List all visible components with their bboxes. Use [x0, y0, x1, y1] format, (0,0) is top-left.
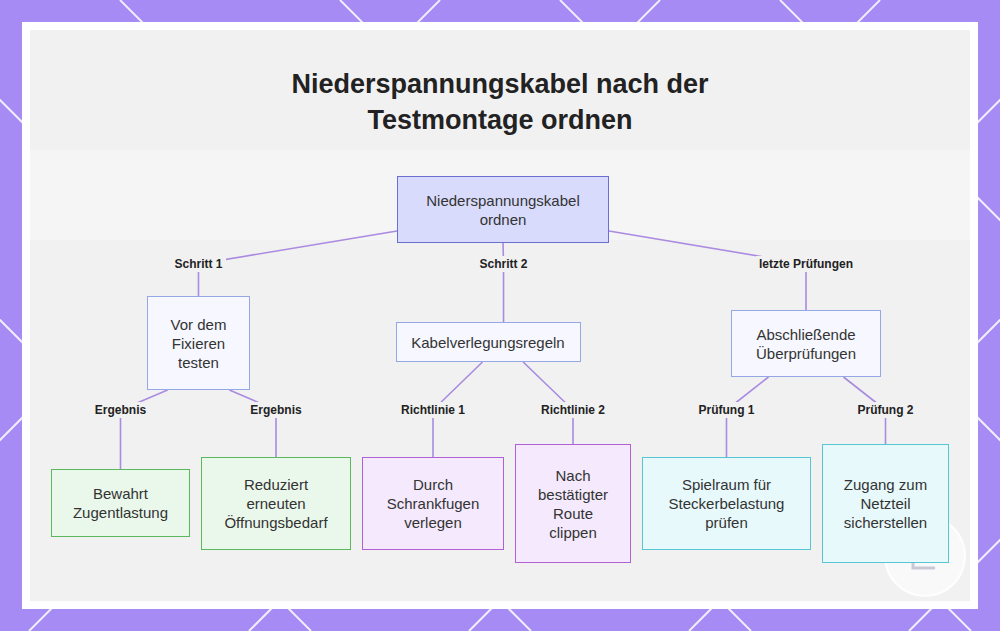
node-text: Durch Schrankfugen verlegen: [375, 475, 491, 532]
node-text: Vor dem Fixieren testen: [160, 315, 237, 372]
edge-label: Ergebnis: [247, 402, 304, 418]
panel-ground: [30, 30, 970, 601]
guideline-box: Nach bestätigter Route clippen: [515, 444, 631, 563]
edge-label: Schritt 2: [477, 256, 531, 272]
blurred-photo-band: [30, 150, 970, 240]
edge-label: Ergebnis: [92, 402, 149, 418]
edge-label: Richtlinie 2: [538, 402, 608, 418]
edge-label: Schritt 1: [171, 256, 225, 272]
node-text: Nach bestätigter Route clippen: [528, 466, 618, 542]
node-text: Zugang zum Netzteil sicherstellen: [835, 475, 936, 532]
node-text: Niederspannungskabel ordnen: [410, 191, 596, 229]
category-box: Vor dem Fixieren testen: [147, 296, 250, 390]
guideline-box: Durch Schrankfugen verlegen: [362, 457, 504, 550]
connector-line: [229, 390, 276, 457]
node-text: Abschließende Überprüfungen: [744, 325, 868, 363]
node-text: Reduziert erneuten Öffnungsbedarf: [214, 475, 338, 532]
connector-line: [199, 231, 398, 296]
edge-label: Richtlinie 1: [398, 402, 468, 418]
edge-label: Prüfung 2: [855, 402, 917, 418]
node-text: Kabelverlegungsregeln: [409, 333, 568, 352]
check-box: Zugang zum Netzteil sicherstellen: [822, 444, 949, 563]
category-box: Abschließende Überprüfungen: [731, 310, 881, 377]
check-box: Spielraum für Steckerbelastung prüfen: [642, 457, 811, 550]
result-box: Reduziert erneuten Öffnungsbedarf: [201, 457, 351, 550]
connector-line: [502, 243, 504, 322]
node-text: Bewahrt Zugentlastung: [64, 484, 177, 522]
node-text: Spielraum für Steckerbelastung prüfen: [655, 475, 798, 532]
root-box: Niederspannungskabel ordnen: [397, 176, 609, 243]
white-frame: [22, 22, 978, 609]
edge-label: letzte Prüfungen: [756, 256, 856, 272]
result-box: Bewahrt Zugentlastung: [51, 469, 190, 537]
category-box: Kabelverlegungsregeln: [396, 322, 581, 362]
edge-label: Prüfung 1: [696, 402, 758, 418]
diagram-title: Niederspannungskabel nach der Testmontag…: [270, 66, 730, 138]
